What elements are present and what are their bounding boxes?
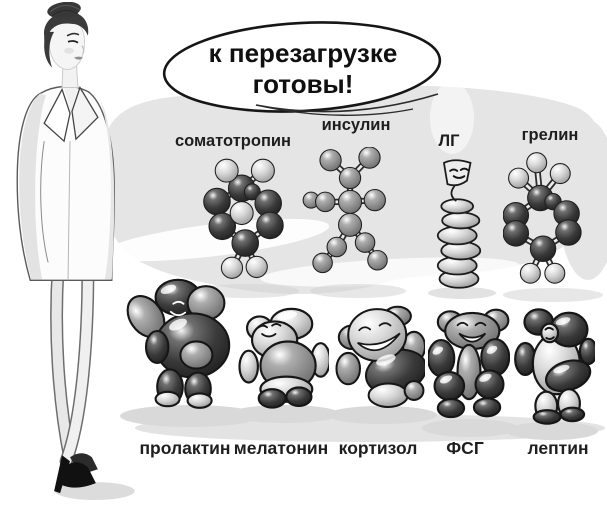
bubble-line-2: готовы! — [252, 69, 354, 100]
fsh-figure — [428, 308, 510, 419]
prolactin-face — [169, 300, 187, 317]
prolactin-figure — [126, 278, 231, 409]
ghrelin-molecule — [503, 152, 582, 284]
label-cortisol: кортизол — [338, 438, 418, 458]
label-fsg: ФСГ — [446, 438, 484, 458]
label-insulin: инсулин — [321, 116, 391, 134]
cortisol-face — [357, 322, 401, 352]
lh-helix — [436, 159, 482, 289]
bubble-line-1: к перезагрузке — [208, 38, 398, 68]
leptin-face — [544, 326, 555, 340]
melatonin-figure — [238, 307, 329, 409]
label-prolactin: пролактин — [139, 438, 231, 458]
woman-illustration — [16, 2, 135, 501]
label-somatotropin: соматотропин — [174, 132, 292, 150]
label-lg: ЛГ — [438, 132, 460, 150]
label-leptin: лептин — [527, 438, 589, 458]
cortisol-figure — [335, 305, 425, 409]
leptin-figure — [514, 308, 595, 425]
melatonin-face — [257, 323, 282, 338]
label-melatonin: мелатонин — [233, 438, 329, 458]
insulin-molecule — [302, 147, 388, 274]
label-ghrelin: грелин — [521, 126, 579, 144]
fsh-face — [456, 321, 487, 343]
speech-bubble-tail — [255, 93, 439, 116]
somatotropin-molecule — [203, 158, 284, 279]
lh-face — [442, 159, 472, 187]
speech-bubble-text: к перезагрузке готовы! — [168, 38, 438, 100]
